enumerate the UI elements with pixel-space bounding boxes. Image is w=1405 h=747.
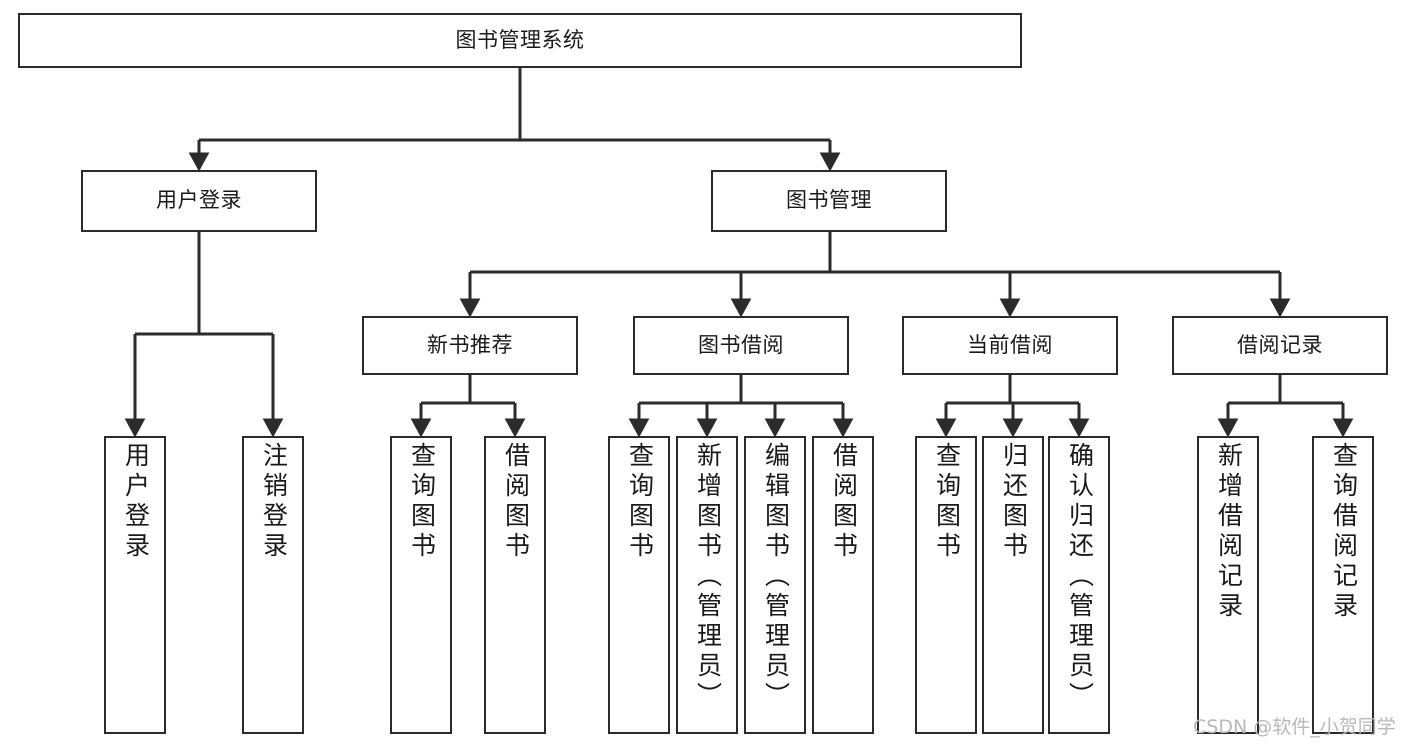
- node-leaf-query-book-3[interactable]: 查询图书: [915, 436, 977, 734]
- node-leaf-add-record[interactable]: 新增借阅记录: [1197, 436, 1259, 734]
- node-leaf-edit-book[interactable]: 编辑图书（管理员）: [744, 436, 806, 734]
- node-leaf-query-record-label: 查询借阅记录: [1329, 442, 1358, 622]
- node-leaf-borrow-book-1-label: 借阅图书: [501, 442, 530, 562]
- node-root-label: 图书管理系统: [455, 28, 585, 52]
- node-book-borrow[interactable]: 图书借阅: [633, 316, 849, 375]
- node-user-login[interactable]: 用户登录: [81, 170, 317, 232]
- node-leaf-edit-book-label: 编辑图书（管理员）: [761, 442, 790, 712]
- node-leaf-query-book-2[interactable]: 查询图书: [608, 436, 670, 734]
- node-leaf-user-login-label: 用户登录: [121, 442, 150, 562]
- node-current-borrow-label: 当前借阅: [967, 333, 1053, 357]
- node-leaf-add-record-label: 新增借阅记录: [1214, 442, 1243, 622]
- node-leaf-confirm-return[interactable]: 确认归还（管理员）: [1048, 436, 1110, 734]
- node-new-book-recommend-label: 新书推荐: [427, 333, 513, 357]
- node-current-borrow[interactable]: 当前借阅: [902, 316, 1118, 375]
- watermark: CSDN @软件_小贺同学: [1193, 716, 1396, 738]
- node-leaf-query-book-1-label: 查询图书: [407, 442, 436, 562]
- node-root[interactable]: 图书管理系统: [18, 13, 1022, 68]
- node-new-book-recommend[interactable]: 新书推荐: [362, 316, 578, 375]
- node-borrow-record-label: 借阅记录: [1237, 333, 1323, 357]
- node-borrow-record[interactable]: 借阅记录: [1172, 316, 1388, 375]
- node-user-login-label: 用户登录: [156, 189, 242, 213]
- node-leaf-user-login[interactable]: 用户登录: [104, 436, 166, 734]
- node-leaf-borrow-book-2-label: 借阅图书: [829, 442, 858, 562]
- node-book-manage[interactable]: 图书管理: [711, 170, 947, 232]
- node-leaf-query-book-2-label: 查询图书: [625, 442, 654, 562]
- node-leaf-add-book[interactable]: 新增图书（管理员）: [676, 436, 738, 734]
- node-leaf-confirm-return-label: 确认归还（管理员）: [1065, 442, 1094, 712]
- node-leaf-return-book[interactable]: 归还图书: [982, 436, 1044, 734]
- node-leaf-add-book-label: 新增图书（管理员）: [693, 442, 722, 712]
- node-leaf-borrow-book-2[interactable]: 借阅图书: [812, 436, 874, 734]
- node-leaf-logout[interactable]: 注销登录: [242, 436, 304, 734]
- node-book-manage-label: 图书管理: [786, 189, 872, 213]
- node-leaf-query-record[interactable]: 查询借阅记录: [1312, 436, 1374, 734]
- node-leaf-logout-label: 注销登录: [259, 442, 288, 562]
- node-leaf-borrow-book-1[interactable]: 借阅图书: [484, 436, 546, 734]
- node-leaf-return-book-label: 归还图书: [999, 442, 1028, 562]
- node-leaf-query-book-1[interactable]: 查询图书: [390, 436, 452, 734]
- node-book-borrow-label: 图书借阅: [698, 333, 784, 357]
- node-leaf-query-book-3-label: 查询图书: [932, 442, 961, 562]
